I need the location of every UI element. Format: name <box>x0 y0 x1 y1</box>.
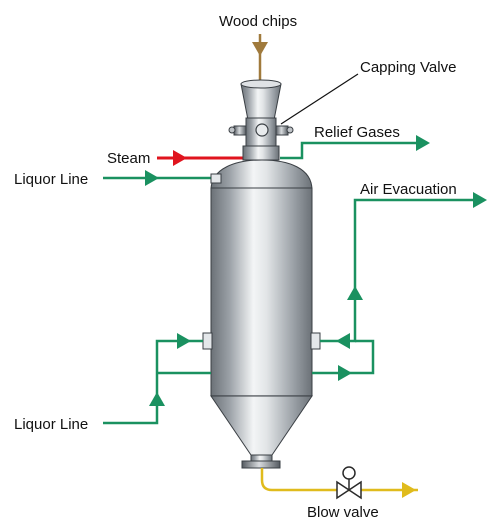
capping-valve-callout: Capping Valve <box>280 59 456 125</box>
liquor-line-top: Liquor Line <box>14 170 212 188</box>
capping-valve-label: Capping Valve <box>360 59 456 76</box>
capping-valve-wheel <box>255 123 269 137</box>
circulation-left-arrow-icon <box>336 333 350 349</box>
bolt-right <box>286 126 294 134</box>
air-evacuation-line: Air Evacuation <box>320 181 487 343</box>
relief-gases-label: Relief Gases <box>314 124 400 141</box>
liquor-bottom-pipe <box>103 339 203 425</box>
wood-chips-label: Wood chips <box>219 13 297 30</box>
relief-gases-pipe <box>280 141 427 160</box>
capping-valve-flange-left <box>233 125 247 136</box>
hopper-rim <box>240 79 282 89</box>
right-circulation-loop <box>312 333 375 381</box>
outlet-flange <box>241 460 281 469</box>
air-evacuation-pipe <box>320 198 484 343</box>
liquor-line-bottom-label: Liquor Line <box>14 416 88 433</box>
relief-gases-arrow-icon <box>416 135 430 151</box>
vessel-cone <box>210 395 313 456</box>
blow-arrow-icon <box>402 482 416 498</box>
blow-line: Blow valve <box>260 466 418 521</box>
steam-line: Steam <box>107 150 243 167</box>
nozzle-mid-right <box>310 332 321 350</box>
vessel-dome <box>210 159 313 191</box>
blow-valve-label: Blow valve <box>307 504 379 521</box>
liquor-bottom-right-arrow-icon <box>177 333 191 349</box>
liquor-line-top-label: Liquor Line <box>14 171 88 188</box>
hopper <box>240 83 282 121</box>
liquor-bottom-up-arrow-icon <box>149 392 165 406</box>
liquor-top-arrow-icon <box>145 170 159 186</box>
neck <box>242 145 280 161</box>
circulation-right-arrow-icon <box>338 365 352 381</box>
relief-gases-line: Relief Gases <box>280 124 430 160</box>
nozzle-mid-left <box>202 332 213 350</box>
blow-valve-icon <box>336 466 362 500</box>
steam-arrow-icon <box>173 150 187 166</box>
blow-pipe <box>260 468 418 492</box>
wood-chips-arrow-icon <box>252 42 268 56</box>
nozzle-top-left <box>210 173 222 184</box>
bolt-left <box>228 126 236 134</box>
steam-label: Steam <box>107 150 150 167</box>
capping-valve-leader <box>280 73 359 125</box>
vessel-cylinder <box>210 187 313 397</box>
digester-vessel <box>202 79 321 469</box>
liquor-line-bottom: Liquor Line <box>14 333 211 433</box>
capping-valve-flange-right <box>275 125 289 136</box>
wood-chips-feed: Wood chips <box>219 13 297 80</box>
air-evacuation-label: Air Evacuation <box>360 181 457 198</box>
air-evacuation-up-arrow-icon <box>347 286 363 300</box>
air-evacuation-arrow-icon <box>473 192 487 208</box>
